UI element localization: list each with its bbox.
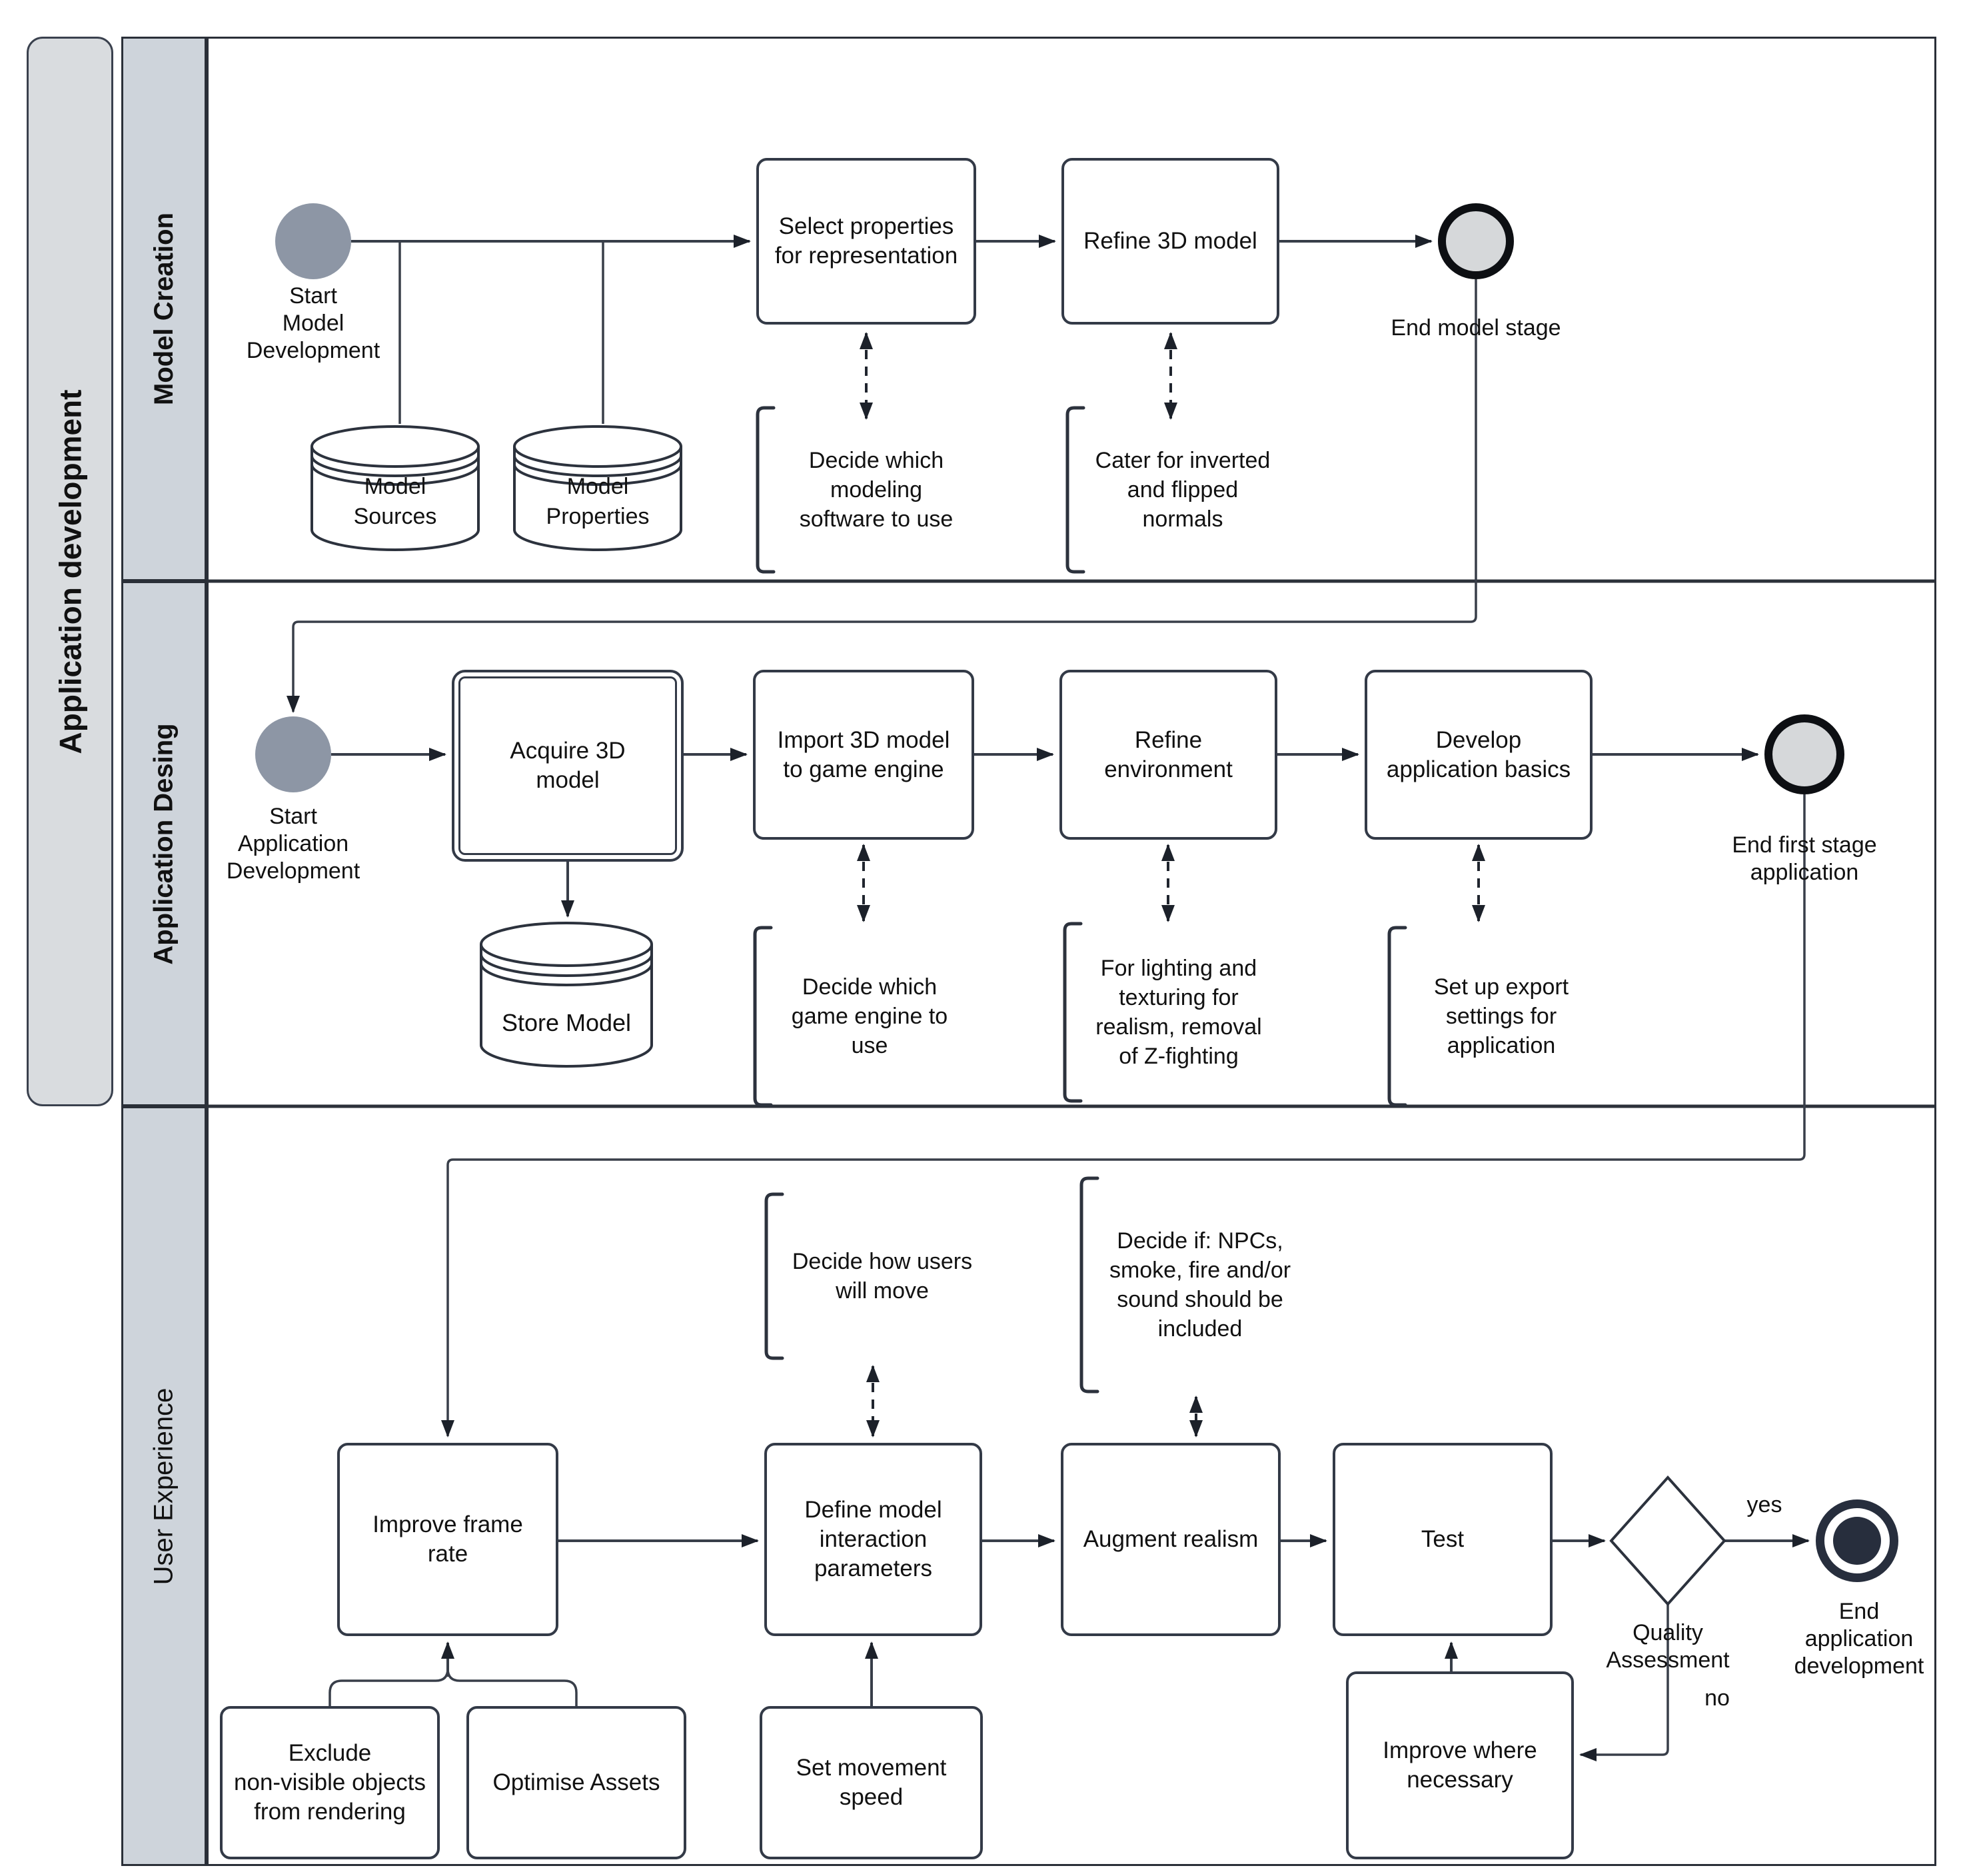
merge-optimise-branch — [446, 1668, 578, 1706]
task-import-3d-model[interactable]: Import 3D model to game engine — [753, 670, 974, 840]
end-event-model-stage-label: End model stage — [1391, 315, 1561, 341]
note-export-settings: Set up export settings for application — [1433, 974, 1569, 1059]
task-refine-3d-model[interactable]: Refine 3D model — [1061, 158, 1279, 325]
flow-end2-framerate — [441, 794, 1806, 1437]
task-select-properties[interactable]: Select properties for representation — [756, 158, 976, 325]
gateway-quality-assessment[interactable] — [1609, 1475, 1726, 1606]
note-inverted-normals: Cater for inverted and flipped normals — [1095, 447, 1271, 532]
no-label: no — [1704, 1685, 1730, 1711]
task-augment-realism[interactable]: Augment realism — [1061, 1443, 1281, 1636]
task-define-interaction[interactable]: Define model interaction parameters — [764, 1443, 982, 1636]
datastore-model-sources-shape[interactable] — [311, 425, 480, 551]
flow-end1-start2 — [287, 279, 1477, 713]
datastore-model-properties-label: Model Properties — [546, 474, 650, 529]
task-refine-environment[interactable]: Refine environment — [1059, 670, 1277, 840]
bracket-note-normals — [1065, 406, 1085, 574]
bracket-note-software — [756, 406, 776, 574]
start-event-application[interactable] — [255, 716, 331, 792]
start-event-model-label: Start Model Development — [246, 283, 380, 363]
task-develop-application-basics[interactable]: Develop application basics — [1365, 670, 1593, 840]
pool-header: Application development — [27, 37, 113, 1106]
bracket-note-engine — [753, 926, 773, 1107]
bracket-note-move — [764, 1192, 784, 1360]
lane-header-model-creation: Model Creation — [121, 37, 207, 581]
subprocess-inner-border — [458, 676, 677, 855]
bracket-note-lighting — [1063, 922, 1083, 1103]
task-improve-where-necessary[interactable]: Improve where necessary — [1346, 1671, 1574, 1859]
end-event-first-stage[interactable] — [1764, 714, 1844, 794]
task-optimise-assets[interactable]: Optimise Assets — [466, 1706, 686, 1859]
note-users-move: Decide how users will move — [792, 1248, 973, 1304]
lane-header-application-desing: Application Desing — [121, 581, 207, 1106]
task-test[interactable]: Test — [1333, 1443, 1553, 1636]
end-event-first-stage-label: End first stage application — [1732, 832, 1877, 885]
flow-gateway-improve-no — [1579, 1604, 1669, 1761]
end-event-model-stage[interactable] — [1438, 203, 1514, 279]
task-improve-frame-rate[interactable]: Improve frame rate — [337, 1443, 558, 1636]
start-event-application-label: Start Application Development — [226, 804, 360, 884]
datastore-store-model-shape[interactable] — [480, 922, 653, 1068]
yes-label: yes — [1746, 1492, 1782, 1517]
subprocess-acquire-3d-model[interactable]: Acquire 3D model — [452, 670, 684, 862]
note-game-engine: Decide which game engine to use — [791, 974, 948, 1059]
lane-header-user-experience: User Experience — [121, 1106, 207, 1866]
start-event-model[interactable] — [275, 203, 351, 279]
note-modeling-software: Decide which modeling software to use — [799, 447, 954, 532]
merge-exclude-branch — [328, 1668, 449, 1706]
bracket-note-export — [1387, 926, 1407, 1107]
bracket-note-npc — [1079, 1176, 1099, 1394]
datastore-model-sources-label: Model Sources — [353, 474, 437, 529]
diagram-frame — [207, 37, 1936, 1866]
terminate-core — [1833, 1517, 1881, 1565]
task-exclude-nonvisible[interactable]: Exclude non-visible objects from renderi… — [220, 1706, 440, 1859]
datastore-model-properties-shape[interactable] — [513, 425, 682, 551]
task-set-movement-speed[interactable]: Set movement speed — [760, 1706, 983, 1859]
subprocess-acquire-label: Acquire 3D model — [510, 738, 626, 793]
note-npc-smoke-fire: Decide if: NPCs, smoke, fire and/or soun… — [1109, 1228, 1291, 1342]
datastore-store-model-label: Store Model — [501, 1008, 632, 1036]
end-event-application-development[interactable] — [1816, 1499, 1898, 1582]
note-lighting-texturing: For lighting and texturing for realism, … — [1095, 955, 1262, 1070]
gateway-quality-label: Quality Assessment — [1606, 1620, 1730, 1673]
end-event-application-development-label: End application development — [1794, 1599, 1924, 1679]
